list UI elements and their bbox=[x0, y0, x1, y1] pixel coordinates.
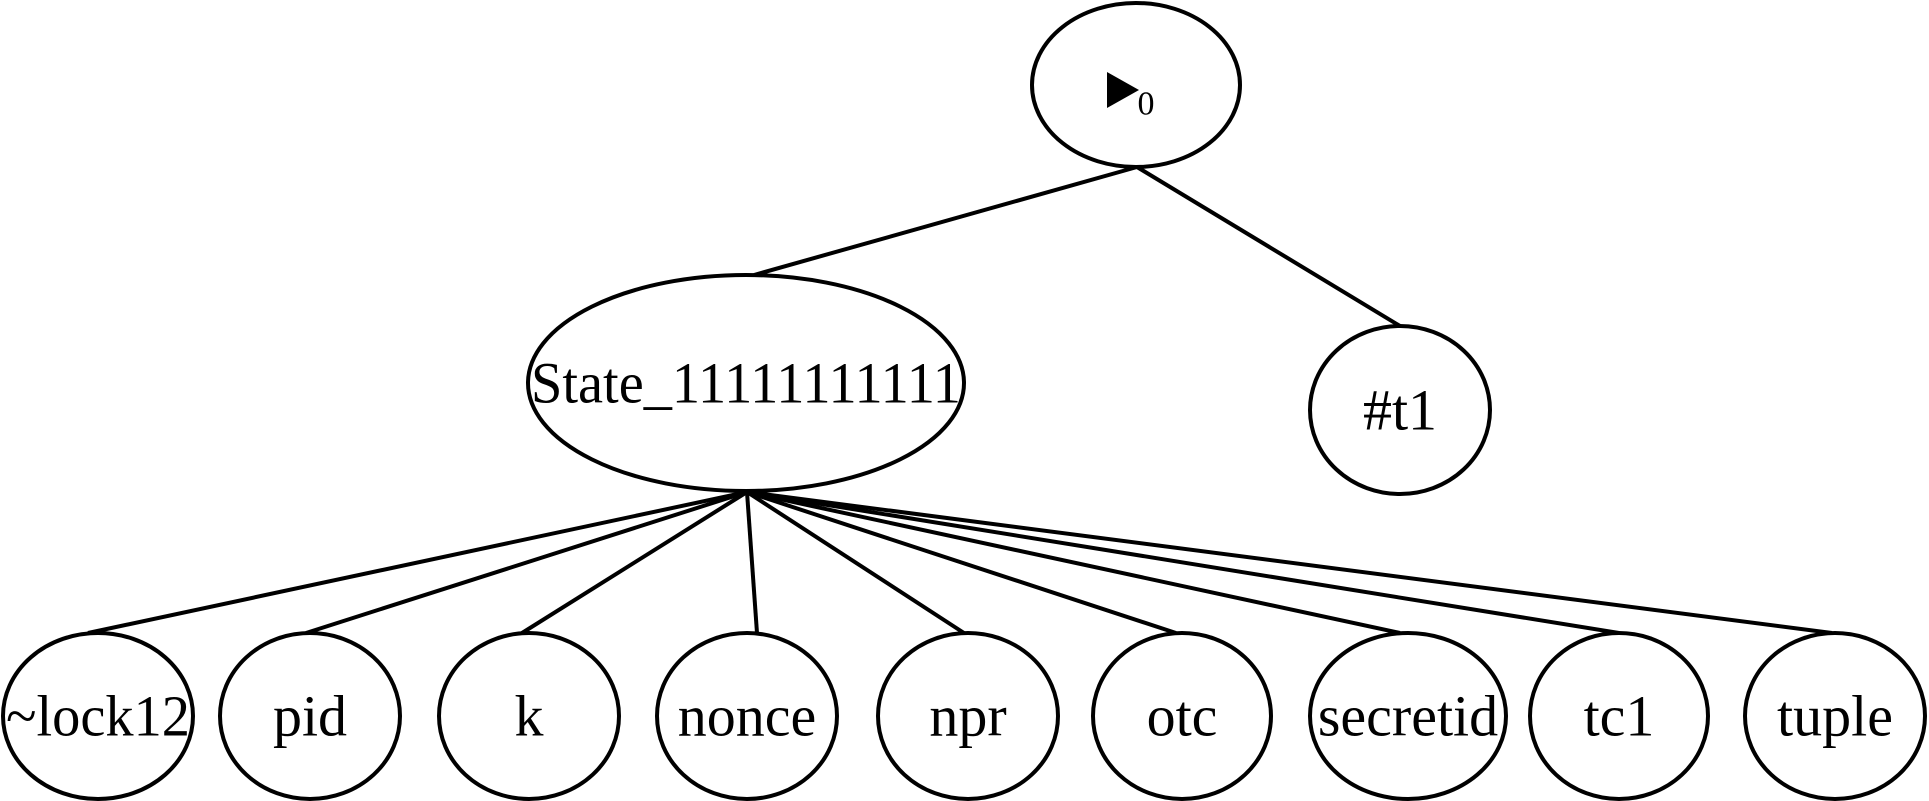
node-state-shape bbox=[526, 273, 966, 493]
node-lock12[interactable]: ~lock12 bbox=[1, 631, 195, 801]
node-secretid-shape bbox=[1308, 631, 1508, 801]
node-npr-shape bbox=[876, 631, 1060, 801]
node-state[interactable]: State_11111111111 bbox=[526, 273, 966, 493]
edge-root-state bbox=[753, 165, 1138, 277]
node-otc-shape bbox=[1091, 631, 1273, 801]
node-otc-label: otc bbox=[1147, 684, 1218, 749]
node-nonce-label: nonce bbox=[678, 684, 817, 749]
edge-state-tc1 bbox=[746, 490, 1620, 635]
node-k[interactable]: k bbox=[437, 631, 621, 801]
node-secretid[interactable]: secretid bbox=[1308, 631, 1508, 801]
node-pid[interactable]: pid bbox=[218, 631, 402, 801]
edge-state-k bbox=[520, 490, 749, 635]
node-pid-label: pid bbox=[273, 684, 347, 749]
node-tc1-label: tc1 bbox=[1584, 684, 1655, 749]
edge-state-tuple bbox=[746, 490, 1833, 635]
edges bbox=[87, 165, 1833, 635]
edge-state-otc bbox=[746, 490, 1177, 635]
node-k-shape bbox=[437, 631, 621, 801]
node-secretid-label: secretid bbox=[1318, 684, 1498, 749]
edge-root-t1 bbox=[1135, 165, 1402, 328]
node-nonce-shape bbox=[655, 631, 839, 801]
node-state-label: State_11111111111 bbox=[531, 351, 961, 416]
edge-state-nonce bbox=[745, 491, 759, 634]
edge-state-secretid bbox=[746, 490, 1401, 635]
node-npr-label: npr bbox=[929, 684, 1006, 749]
node-nonce[interactable]: nonce bbox=[655, 631, 839, 801]
node-k-label: k bbox=[515, 684, 544, 749]
node-t1-shape bbox=[1308, 324, 1492, 496]
node-tc1-shape bbox=[1528, 631, 1710, 801]
node-root-shape bbox=[1030, 1, 1242, 169]
node-t1-label: #t1 bbox=[1363, 378, 1437, 443]
node-tuple[interactable]: tuple bbox=[1743, 631, 1927, 801]
node-t1[interactable]: #t1 bbox=[1308, 324, 1492, 496]
node-npr[interactable]: npr bbox=[876, 631, 1060, 801]
node-root[interactable]: 0 bbox=[1030, 1, 1242, 169]
node-tuple-label: tuple bbox=[1777, 684, 1893, 749]
node-root-subscript: 0 bbox=[1138, 86, 1155, 123]
node-pid-shape bbox=[218, 631, 402, 801]
node-lock12-shape bbox=[1, 631, 195, 801]
edge-state-lock12 bbox=[87, 490, 748, 635]
node-tc1[interactable]: tc1 bbox=[1528, 631, 1710, 801]
edge-state-npr bbox=[745, 490, 966, 635]
node-otc[interactable]: otc bbox=[1091, 631, 1273, 801]
play-triangle-icon bbox=[1107, 72, 1139, 108]
edge-state-pid bbox=[305, 490, 748, 635]
node-tuple-shape bbox=[1743, 631, 1927, 801]
node-lock12-label: ~lock12 bbox=[6, 684, 190, 749]
